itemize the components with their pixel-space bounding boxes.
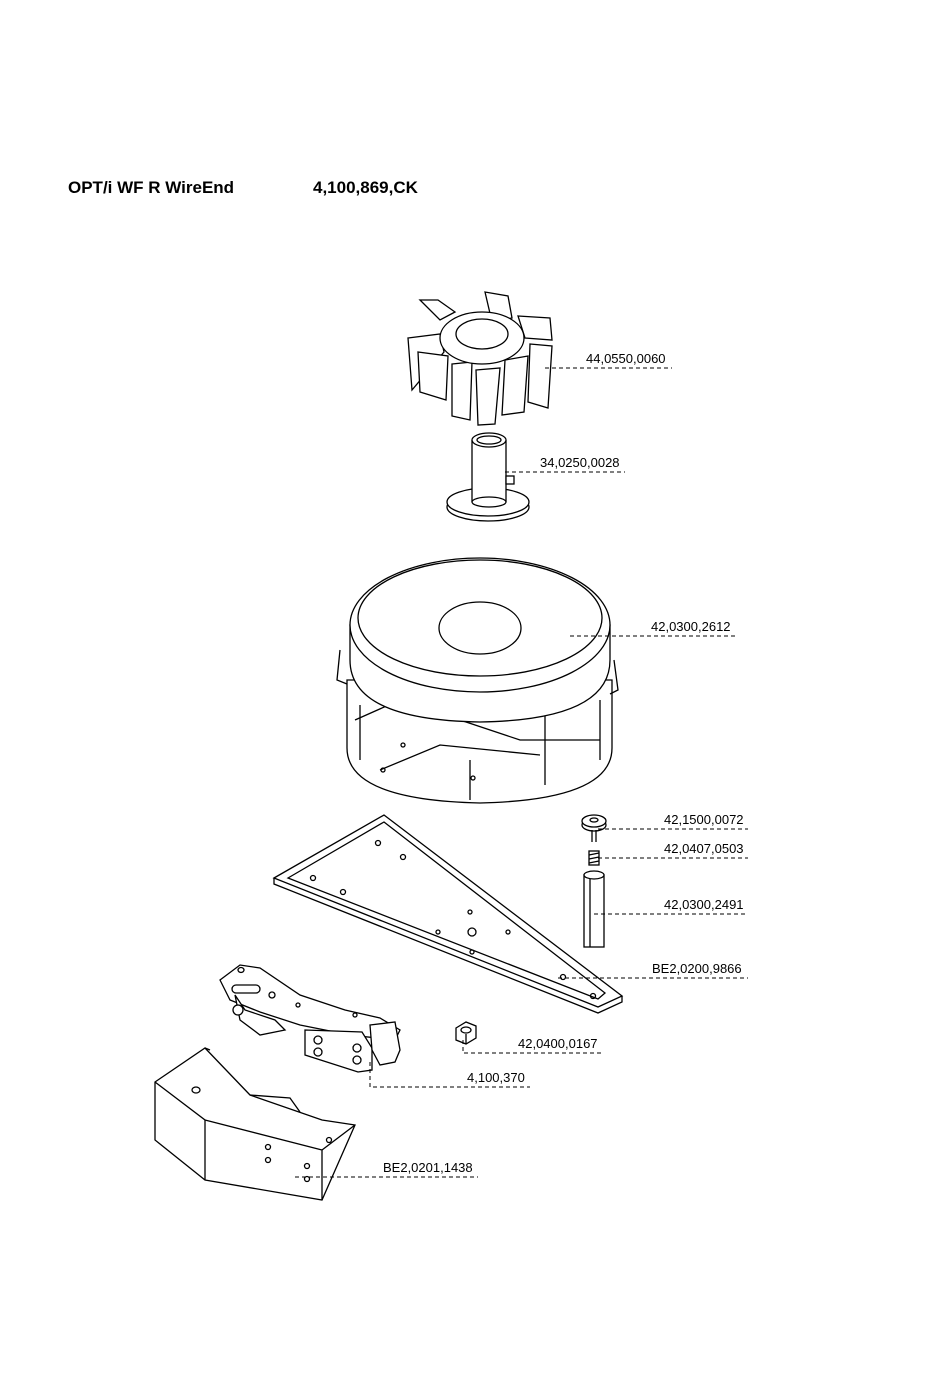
spacer-part: [584, 871, 604, 947]
callout-nut: 42,0400,0167: [518, 1036, 598, 1051]
callout-shaft: 34,0250,0028: [540, 455, 620, 470]
shaft-part: [447, 433, 529, 521]
callout-spring: 42,0407,0503: [664, 841, 744, 856]
callout-plate: BE2,0200,9866: [652, 961, 742, 976]
drum-part: [337, 558, 618, 803]
callout-impeller: 44,0550,0060: [586, 351, 666, 366]
plate-part: [274, 815, 622, 1013]
callout-spacer: 42,0300,2491: [664, 897, 744, 912]
impeller-part: [408, 292, 552, 425]
callout-lever: 4,100,370: [467, 1070, 525, 1085]
knob-part: [582, 815, 606, 842]
callout-knob: 42,1500,0072: [664, 812, 744, 827]
nut-part: [456, 1022, 476, 1044]
callout-bracket: BE2,0201,1438: [383, 1160, 473, 1175]
spring-part: [589, 851, 599, 865]
lever-part: [220, 965, 400, 1072]
callout-drum: 42,0300,2612: [651, 619, 731, 634]
